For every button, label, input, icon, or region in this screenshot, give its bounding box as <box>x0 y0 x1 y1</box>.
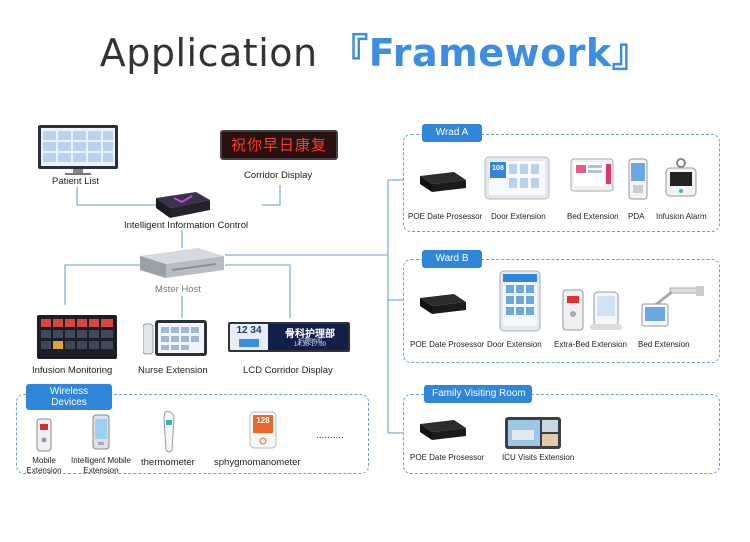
wireless-devices-panel <box>16 394 369 474</box>
infusion-monitor-icon <box>36 314 118 360</box>
door-screen-number: 108 <box>492 165 504 172</box>
lcd-corridor-display: 12 34 骨科护理部 护理时间 14:30-17:00 <box>228 322 350 352</box>
ward-b-door-label: Door Extension <box>487 340 542 349</box>
ward-a-tag: Wrad A <box>422 124 482 142</box>
thermometer-icon <box>160 410 178 454</box>
ward-a-bed-label: Bed Extension <box>567 212 619 221</box>
ward-a-infusion-alarm-label: Infusion Alarm <box>656 212 707 221</box>
corridor-led-display: 祝你早日康复 <box>220 130 338 160</box>
lcd-corridor-display-label: LCD Corridor Display <box>243 365 333 376</box>
poe-processor-icon <box>418 418 468 442</box>
lcd-dept: 骨科护理部 <box>285 329 335 340</box>
title-close-bracket: 』 <box>611 31 651 75</box>
mobile-extension-icon <box>36 418 52 452</box>
master-host-label: Mster Host <box>155 284 201 295</box>
title-accent: Framework <box>368 31 612 75</box>
thermometer-label: thermometer <box>141 457 195 468</box>
family-visiting-panel <box>403 394 720 474</box>
ward-a-pda-label: PDA <box>628 212 645 221</box>
intelligent-mobile-extension-icon <box>92 414 110 450</box>
master-host-icon <box>138 246 226 280</box>
ward-b-bed-label: Bed Extension <box>638 340 690 349</box>
ward-b-extra-bed-label: Extra-Bed Extension <box>554 340 627 349</box>
control-box-icon <box>152 190 212 220</box>
more-devices-ellipsis: .......... <box>316 430 344 441</box>
extra-bed-extension-icon <box>562 288 622 332</box>
lcd-sub: 护理时间 <box>297 339 322 345</box>
nurse-extension-label: Nurse Extension <box>138 365 208 376</box>
bed-extension-arm-icon <box>640 286 706 330</box>
bp-reading: 128 <box>256 416 270 425</box>
pda-icon <box>628 158 648 200</box>
nurse-extension-icon <box>142 318 209 358</box>
patient-list-label: Patient List <box>52 176 99 187</box>
icu-visits-extension-icon <box>504 416 562 450</box>
bed-extension-icon <box>570 158 614 192</box>
lcd-time: 12 34 <box>236 325 262 336</box>
sphygmomanometer-icon: 128 <box>248 410 278 450</box>
family-visiting-tag: Family Visiting Room <box>424 385 532 403</box>
mobile-extension-label: Mobile Extension <box>26 456 62 475</box>
sphygmomanometer-label: sphygmomanometer <box>214 457 301 468</box>
wireless-devices-tag: Wireless Devices <box>26 384 112 410</box>
ward-a-panel <box>403 134 720 232</box>
title-open-bracket: 『 <box>330 31 369 75</box>
ward-b-poe-label: POE Date Prosessor <box>410 340 485 349</box>
corridor-led-text: 祝你早日康复 <box>230 136 327 154</box>
door-extension-tablet-icon <box>499 270 541 332</box>
corridor-display-label: Corridor Display <box>244 170 313 181</box>
lcd-hours: 14:30-17:00 <box>293 342 327 348</box>
ward-a-door-label: Door Extension <box>491 212 546 221</box>
icu-visits-label: ICU Visits Extension <box>502 453 575 462</box>
infusion-monitoring-label: Infusion Monitoring <box>32 365 113 376</box>
family-poe-label: POE Date Prosessor <box>410 453 485 462</box>
ward-a-poe-label: POE Date Prosessor <box>408 212 483 221</box>
poe-processor-icon <box>418 292 468 316</box>
infusion-alarm-icon <box>664 158 698 200</box>
intelligent-control-label: Intelligent Information Control <box>124 220 249 231</box>
intelligent-mobile-extension-label: Intelligent Mobile Extension <box>70 456 132 475</box>
patient-list-monitor-icon <box>37 124 119 176</box>
door-extension-icon: 108 <box>484 156 550 200</box>
ward-b-panel <box>403 259 720 363</box>
page-title: Application 『Framework』 <box>99 31 651 75</box>
ward-b-tag: Ward B <box>422 250 482 268</box>
poe-processor-icon <box>418 170 468 194</box>
